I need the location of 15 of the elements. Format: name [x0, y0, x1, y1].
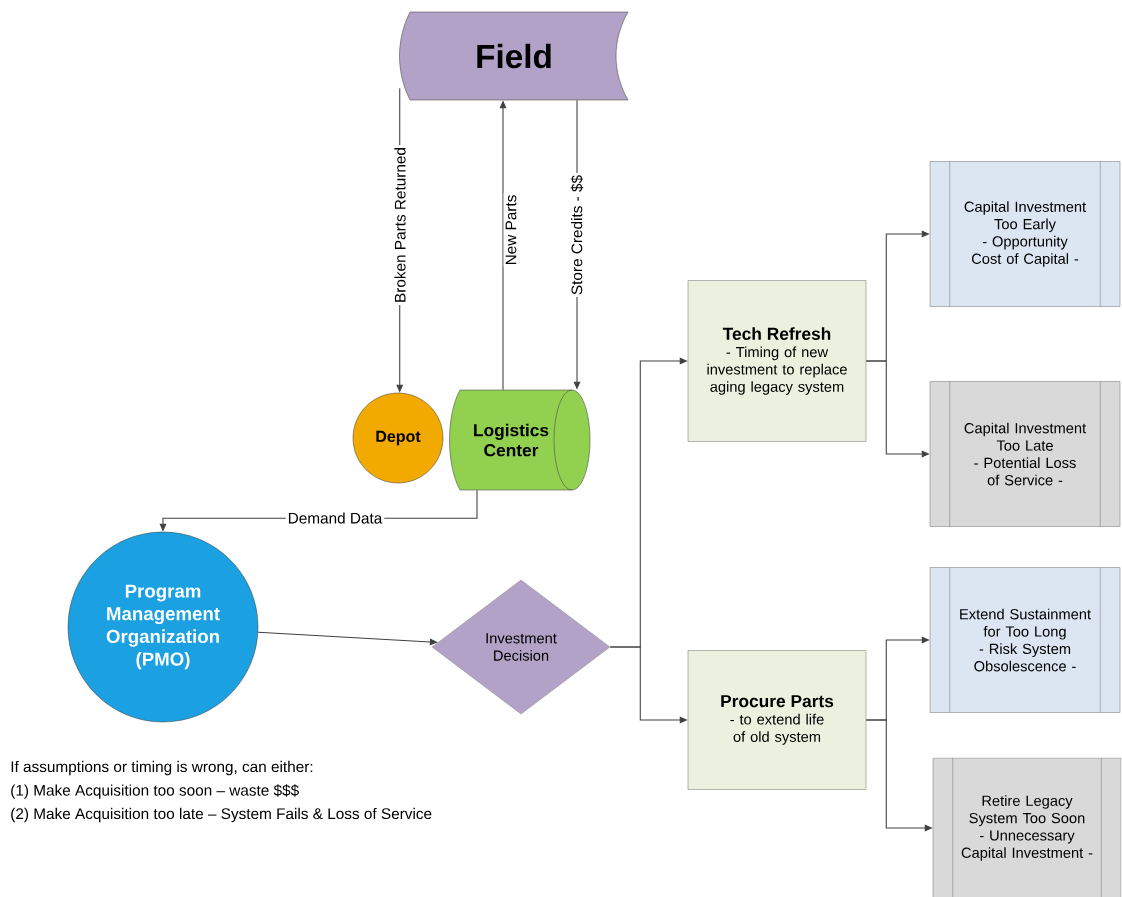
edge-label: Store Credits - $$ [568, 172, 586, 298]
process-box: Tech Refresh - Timing of new investment to replace aging legacy system [687, 280, 867, 442]
outcome-box: Capital Investment Too Late - Potential Loss of Service - [929, 380, 1121, 528]
note-text: (1) Make Acquisition too soon – waste $$$ [11, 784, 299, 799]
note-text: If assumptions or timing is wrong, can either: [11, 760, 313, 776]
edge-label: Demand Data [285, 510, 385, 526]
outcome-box: Capital Investment Too Early - Opportunity Cost of Capital - [929, 160, 1121, 308]
logistics-cylinder: Logistics Center [449, 389, 591, 491]
process-box: Procure Parts - to extend life of old system [687, 650, 867, 790]
outcome-box: Extend Sustainment for Too Long - Risk System Obsolescence - [929, 566, 1121, 714]
note-text: (2) Make Acquisition too late – System Fails & Loss of Service [11, 807, 432, 823]
outcome-box: Retire Legacy System Too Soon - Unnecessary Capital Investment - [932, 757, 1122, 897]
arrow [257, 631, 438, 646]
edge-label: Broken Parts Returned [392, 145, 408, 305]
field-banner: Field [399, 11, 629, 101]
